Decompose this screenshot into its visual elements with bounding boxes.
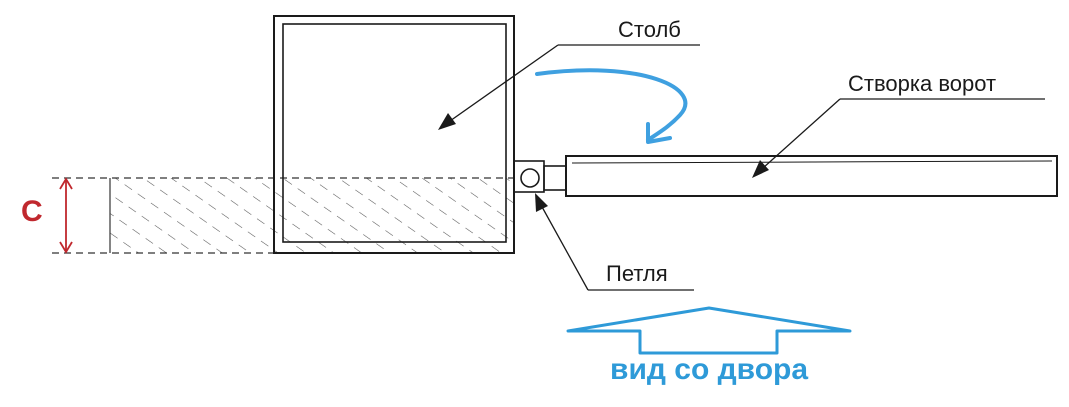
hinge-label: Петля xyxy=(606,261,668,286)
post-label: Столб xyxy=(618,17,681,42)
gate-leaf-label: Створка ворот xyxy=(848,71,997,96)
swing-arrow-head xyxy=(646,122,672,144)
dimension-arrow-bottom xyxy=(59,241,73,254)
dimension-arrow-top xyxy=(59,177,73,190)
post-leader-arrowhead xyxy=(438,113,456,130)
leaf-leader-line xyxy=(753,98,841,177)
dimension-label: С xyxy=(21,195,43,228)
view-label: вид со двора xyxy=(610,353,809,386)
hinge-pin xyxy=(520,168,540,188)
gate-leaf-inner-line xyxy=(571,160,1053,164)
hatched-foundation xyxy=(110,178,514,253)
swing-arrow xyxy=(535,68,688,142)
post-outer xyxy=(273,15,515,254)
post-inner xyxy=(282,23,507,243)
hinge-leader-line xyxy=(535,195,589,291)
post-leader-line xyxy=(439,44,559,129)
view-direction-arrow xyxy=(566,306,852,355)
hinge-leader-arrowhead xyxy=(535,193,548,212)
hinge-knuckle xyxy=(543,165,567,191)
leaf-leader-arrowhead xyxy=(752,160,769,178)
gate-leaf xyxy=(565,155,1058,197)
